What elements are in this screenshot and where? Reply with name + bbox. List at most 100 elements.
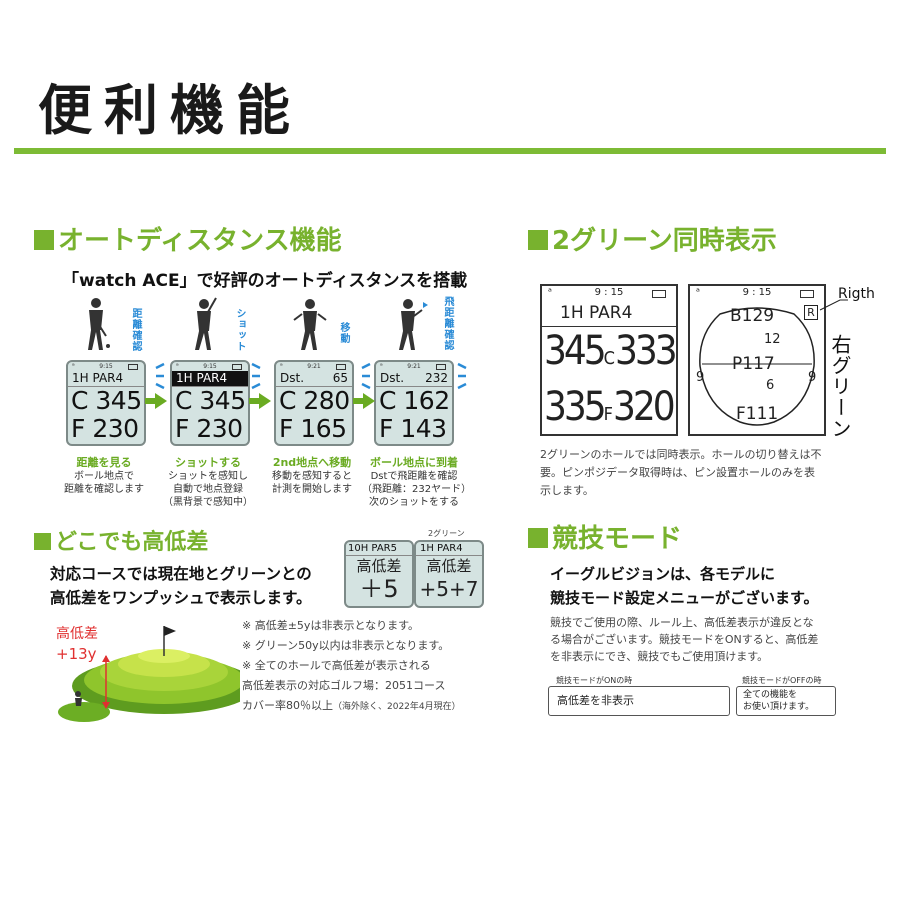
- screen-status: ᵃ 9 : 15: [542, 286, 676, 300]
- step-arrow-icon: [353, 393, 375, 409]
- step2-desc: ショットを感知し自動で地点登録（黒背景で感知中）: [163, 471, 253, 508]
- step4-label: ボール地点に到着: [370, 456, 458, 469]
- step3-desc: 移動を感知すると計測を開始します: [272, 471, 352, 495]
- device-hole-row: 10H PAR5: [346, 542, 412, 556]
- elevation-device-1: 10H PAR5 高低差 ＋5: [344, 540, 414, 608]
- auto-distance-title: オートディスタンス機能: [34, 228, 342, 254]
- title-rule: [14, 148, 886, 154]
- competition-on-box: 高低差を非表示: [548, 686, 730, 716]
- battery-icon: [436, 364, 446, 370]
- step1-desc: ボール地点で距離を確認します: [64, 471, 144, 495]
- battery-icon: [128, 364, 138, 370]
- step1-vertical-label: 距離確認: [130, 308, 141, 352]
- device-elevation-value: +5+7: [419, 577, 479, 601]
- competition-lead: イーグルビジョンは、各モデルに競技モード設定メニューがございます。: [550, 565, 819, 607]
- watch-dst-row: Dst.65: [276, 371, 352, 387]
- step1-label: 距離を見る: [76, 456, 132, 469]
- watch-dst-row: Dst.232: [376, 371, 452, 387]
- elevation-device-2: 1H PAR4 高低差 +5+7: [414, 540, 484, 608]
- motion-right-icon: [251, 362, 261, 390]
- section-square-icon: [34, 230, 54, 250]
- green-depth-top: 12: [764, 332, 781, 347]
- golfer-address-icon: [88, 298, 110, 350]
- two-green-title: 2グリーン同時表示: [528, 228, 777, 254]
- competition-off-label: 競技モードがOFFの時: [742, 676, 822, 685]
- elevation-lead: 対応コースでは現在地とグリーンとの高低差をワンプッシュで表示します。: [50, 565, 312, 607]
- green-left-width: 9: [696, 370, 705, 385]
- motion-right-icon: [457, 362, 467, 390]
- screen-hole-row: 1H PAR4: [542, 300, 676, 327]
- step-arrow-icon: [249, 393, 271, 409]
- green-front-distance: F111: [736, 404, 779, 424]
- signal-icon: ᵃ: [548, 287, 552, 298]
- page-title: 便利機能: [38, 79, 302, 142]
- motion-left-icon: [155, 362, 165, 390]
- screen-center-row: 345C333: [544, 328, 678, 374]
- elevation-callout: 高低差 +13y: [56, 626, 98, 663]
- step4-desc: Dstで飛距離を確認（飛距離：232ヤード）次のショットをする: [362, 471, 472, 508]
- watch-front-distance: F 230: [71, 414, 139, 443]
- watch-center-distance: C 280: [279, 386, 350, 415]
- motion-left-icon: [361, 362, 371, 390]
- battery-icon: [800, 290, 814, 298]
- green-back-distance: B129: [730, 306, 775, 326]
- elevation-notes: ※ 高低差±5yは非表示となります。 ※ グリーン50y以内は非表示となります。…: [242, 619, 461, 712]
- right-green-side-label: 右グリーン: [828, 334, 852, 439]
- watch-front-distance: F 143: [379, 414, 447, 443]
- golfer-swing-icon: [195, 297, 217, 350]
- watch-center-distance: C 162: [379, 386, 450, 415]
- two-green-desc: 2グリーンのホールでは同時表示。ホールの切り替えは不 要。ピンポジデータ取得時は…: [540, 448, 822, 497]
- watch-center-distance: C 345: [71, 386, 142, 415]
- step2-label: ショットする: [175, 456, 241, 469]
- section-square-icon: [528, 528, 548, 548]
- step-arrow-icon: [145, 393, 167, 409]
- auto-distance-subtitle: 「watch ACE」で好評のオートディスタンスを搭載: [62, 271, 468, 291]
- screen-front-row: 335F320: [544, 384, 676, 430]
- step3-vertical-label: 移動: [338, 322, 349, 344]
- competition-off-box: 全ての機能を お使い頂けます。: [736, 686, 836, 716]
- elevation-title: どこでも高低差: [34, 532, 208, 554]
- elevation-green-illustration: [58, 626, 240, 722]
- green-depth-bottom: 6: [766, 378, 775, 393]
- right-callout-word: Rigth: [838, 286, 875, 302]
- right-green-badge: R: [804, 305, 818, 320]
- step3-label: 2nd地点へ移動: [272, 456, 352, 469]
- device-elevation-label: 高低差: [356, 557, 402, 575]
- step2-vertical-label: ショット: [234, 308, 245, 352]
- device-elevation-value: ＋5: [359, 575, 399, 603]
- signal-icon: ᵃ: [380, 362, 383, 370]
- watch-front-distance: F 230: [175, 414, 243, 443]
- two-green-map-screen: ᵃ 9 : 15 B129 R 12 P117 6 9 9 F111: [688, 284, 826, 436]
- signal-icon: ᵃ: [696, 287, 700, 298]
- green-pin-distance: P117: [732, 354, 775, 374]
- device-hole-row: 1H PAR4: [416, 542, 482, 556]
- battery-icon: [652, 290, 666, 298]
- competition-title: 競技モード: [528, 526, 682, 552]
- screen-status: ᵃ 9 : 15: [690, 286, 824, 300]
- watch-front-distance: F 165: [279, 414, 347, 443]
- golfer-check-icon: [399, 299, 428, 350]
- watch-hole-row: 1H PAR4: [68, 371, 144, 387]
- watch-hole-row-active: 1H PAR4: [172, 371, 248, 387]
- competition-desc: 競技でご使用の際、ルール上、高低差表示が違反とな る場合がございます。競技モード…: [550, 616, 819, 663]
- signal-icon: ᵃ: [280, 362, 283, 370]
- competition-on-label: 競技モードがONの時: [556, 676, 633, 685]
- battery-icon: [232, 364, 242, 370]
- golfer-walking-icon: [293, 299, 327, 350]
- signal-icon: ᵃ: [176, 362, 179, 370]
- section-square-icon: [34, 533, 51, 550]
- two-green-distance-screen: ᵃ 9 : 15 1H PAR4 345C333 335F320: [540, 284, 678, 436]
- signal-icon: ᵃ: [72, 362, 75, 370]
- battery-icon: [336, 364, 346, 370]
- callout-line: [819, 299, 848, 311]
- watch-center-distance: C 345: [175, 386, 246, 415]
- green-outline: [699, 307, 815, 426]
